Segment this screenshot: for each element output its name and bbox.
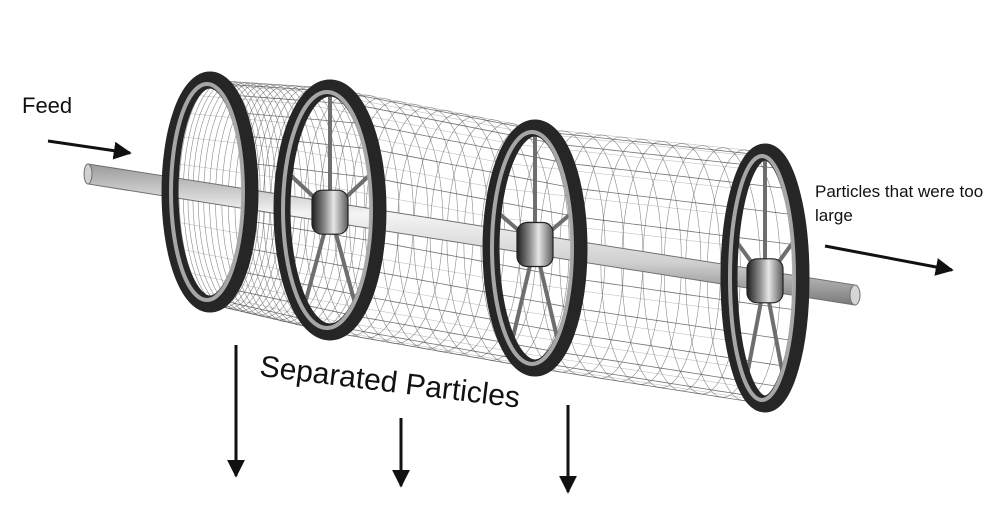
mesh-long-line: [244, 135, 797, 216]
hub: [746, 258, 784, 304]
feed-arrow-icon: [47, 139, 132, 160]
shaft-end-right: [849, 284, 861, 306]
mesh-long-line: [248, 220, 800, 311]
mesh-long-line: [244, 247, 797, 342]
hubs-and-spokes: [288, 94, 796, 376]
hub: [311, 189, 349, 235]
flow-arrows: [47, 139, 954, 494]
mesh-long-line: [171, 162, 731, 246]
mesh-long-line: [175, 247, 734, 342]
ring-highlight: [490, 130, 574, 366]
mesh-long-line: [199, 299, 756, 400]
ring-highlight: [169, 82, 245, 302]
shaft-end-left: [83, 163, 93, 185]
hub: [516, 221, 554, 268]
oversize-label: Particles that were too large: [815, 182, 984, 225]
ring-highlight: [728, 154, 796, 402]
support-rings: [161, 71, 810, 413]
mesh-long-line: [229, 94, 784, 170]
mesh-long-line: [248, 162, 800, 246]
mesh-long-line: [238, 270, 791, 368]
mesh-long-line: [189, 94, 748, 170]
mesh-long-line: [171, 220, 731, 311]
mesh-long-line: [189, 288, 748, 388]
mesh-long-line: [181, 112, 740, 190]
mesh-long-line: [175, 135, 734, 216]
mesh-long-line: [220, 299, 775, 401]
feed-label: Feed: [22, 93, 73, 118]
ring-highlight: [281, 90, 373, 330]
mesh-long-line: [220, 83, 775, 157]
outlet-arrow-icon: [824, 244, 954, 276]
